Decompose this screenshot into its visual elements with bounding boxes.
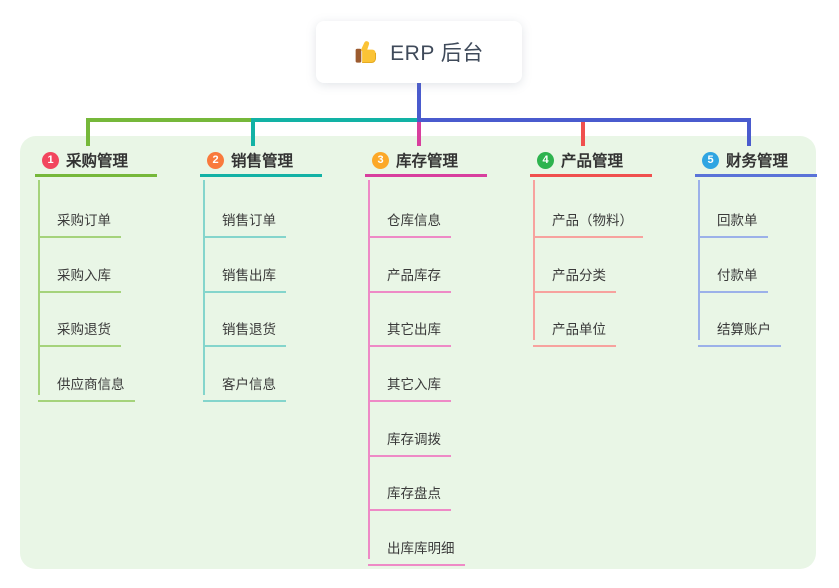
branch-trunk-line — [368, 180, 370, 559]
connector-drop-branch5 — [747, 118, 751, 146]
node-receipt-slip[interactable]: 回款单 — [698, 201, 768, 238]
node-product-category[interactable]: 产品分类 — [533, 256, 616, 293]
node-purchase-order[interactable]: 采购订单 — [38, 201, 121, 238]
branch-trunk-line — [38, 180, 40, 395]
node-sales-return[interactable]: 销售退货 — [203, 310, 286, 347]
node-payment-slip[interactable]: 付款单 — [698, 256, 768, 293]
node-sales-order[interactable]: 销售订单 — [203, 201, 286, 238]
badge-5: 5 — [702, 151, 719, 169]
node-purchase-return[interactable]: 采购退货 — [38, 310, 121, 347]
branch-trunk-line — [203, 180, 205, 395]
node-product-stock[interactable]: 产品库存 — [368, 256, 451, 293]
branch-header-purchase[interactable]: 1 采购管理 — [35, 146, 157, 177]
branch-trunk-line — [533, 180, 535, 340]
badge-4: 4 — [537, 151, 554, 169]
connector-root-drop — [417, 83, 421, 122]
connector-drop-branch3 — [417, 120, 421, 146]
node-outbound-detail[interactable]: 出库库明细 — [368, 529, 465, 566]
connector-drop-branch1 — [86, 118, 90, 146]
connector-bus-teal — [251, 118, 419, 122]
connector-drop-branch4 — [581, 120, 585, 146]
badge-3: 3 — [372, 151, 389, 169]
node-product-unit[interactable]: 产品单位 — [533, 310, 616, 347]
thumbs-up-icon — [354, 39, 380, 65]
root-title: ERP 后台 — [390, 42, 484, 65]
node-warehouse-info[interactable]: 仓库信息 — [368, 201, 451, 238]
panel-background — [20, 136, 816, 569]
branch-header-product[interactable]: 4 产品管理 — [530, 146, 652, 177]
node-other-outbound[interactable]: 其它出库 — [368, 310, 451, 347]
badge-1: 1 — [42, 151, 59, 169]
branch-header-inventory[interactable]: 3 库存管理 — [365, 146, 487, 177]
branch-header-sales[interactable]: 2 销售管理 — [200, 146, 322, 177]
badge-2: 2 — [207, 151, 224, 169]
branch-title: 采购管理 — [66, 153, 129, 170]
node-purchase-inbound[interactable]: 采购入库 — [38, 256, 121, 293]
node-stock-count[interactable]: 库存盘点 — [368, 474, 451, 511]
node-settlement-account[interactable]: 结算账户 — [698, 310, 781, 347]
node-other-inbound[interactable]: 其它入库 — [368, 365, 451, 402]
connector-bus-blue — [417, 118, 751, 122]
node-supplier-info[interactable]: 供应商信息 — [38, 365, 135, 402]
node-product-material[interactable]: 产品（物料） — [533, 201, 643, 238]
root-node[interactable]: ERP 后台 — [316, 21, 522, 83]
branch-title: 库存管理 — [396, 153, 459, 170]
branch-header-finance[interactable]: 5 财务管理 — [695, 146, 817, 177]
branch-title: 产品管理 — [561, 153, 624, 170]
connector-bus-green — [86, 118, 255, 122]
node-sales-outbound[interactable]: 销售出库 — [203, 256, 286, 293]
branch-title: 销售管理 — [231, 153, 294, 170]
branch-title: 财务管理 — [726, 153, 789, 170]
branch-trunk-line — [698, 180, 700, 340]
node-customer-info[interactable]: 客户信息 — [203, 365, 286, 402]
connector-drop-branch2 — [251, 118, 255, 146]
node-stock-transfer[interactable]: 库存调拨 — [368, 420, 451, 457]
